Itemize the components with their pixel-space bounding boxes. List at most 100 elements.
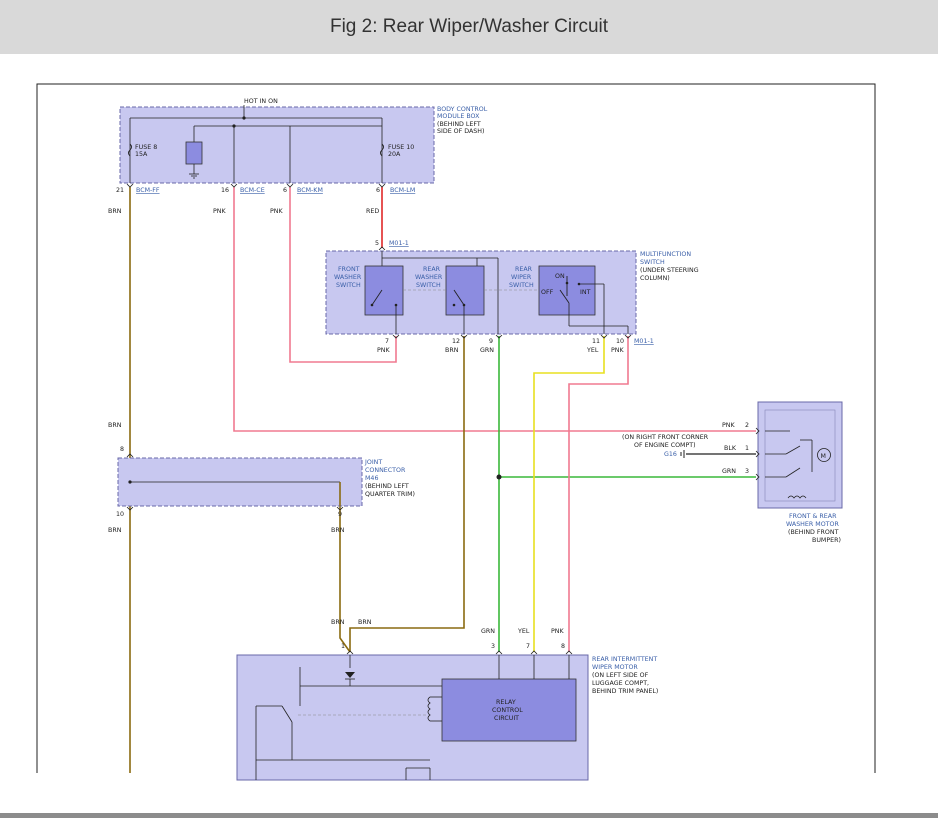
rear-pin-8: 8 xyxy=(561,643,565,650)
wire-pnk-mfs-10 xyxy=(568,336,629,652)
rear-motor-label-2: WIPER MOTOR xyxy=(592,664,638,671)
bcm-conn-ce: BCM-CE xyxy=(240,187,265,194)
bcm-wire-red: RED xyxy=(366,208,379,215)
fuse10-label: FUSE 10 xyxy=(388,144,414,151)
rear-motor-label-1: REAR INTERMITTENT xyxy=(592,656,657,663)
mfs-pin-9: 9 xyxy=(489,338,493,345)
fuse8-label: FUSE 8 xyxy=(135,144,157,151)
relay-control-circuit xyxy=(441,678,577,742)
bcm-conn-ff: BCM-FF xyxy=(136,187,160,194)
jc-pin-9: 9 xyxy=(338,511,342,518)
washer-coil-icon xyxy=(787,495,807,499)
mfs-conn-bottom: M01-1 xyxy=(634,338,654,345)
rear-wiper-label-3: SWITCH xyxy=(509,282,534,289)
bcm-power-label: HOT IN ON xyxy=(244,98,278,105)
washer-label-4: BUMPER) xyxy=(812,537,841,544)
wiper-pos-int: INT xyxy=(580,289,591,296)
bcm-pin-16: 16 xyxy=(221,187,229,194)
relay-label-2: CONTROL xyxy=(492,707,523,714)
multifunction-switch: 5 M01-1 FRONT WASHER SWITCH REAR WASHER … xyxy=(325,240,699,354)
jc-pin-10: 10 xyxy=(116,511,124,518)
front-washer-switch-icon xyxy=(364,265,404,316)
washer-corner-1: (ON RIGHT FRONT CORNER xyxy=(622,434,709,441)
washer-motor-symbol: M xyxy=(821,453,826,460)
rear-washer-label-1: REAR xyxy=(423,266,441,273)
ground-g16: G16 xyxy=(664,451,677,458)
rear-motor-label-3: (ON LEFT SIDE OF xyxy=(592,672,649,679)
mfs-wire-pnk-7: PNK xyxy=(377,347,391,354)
washer-pin-1: 1 xyxy=(745,445,749,452)
rear-motor-label-4: LUGGAGE COMPT, xyxy=(592,680,649,687)
bcm-wire-brn: BRN xyxy=(108,208,122,215)
jc-label-3: M46 xyxy=(365,475,378,482)
wire-brn-mfs-12 xyxy=(349,336,465,652)
washer-pin-3: 3 xyxy=(745,468,749,475)
washer-pin-2: 2 xyxy=(745,422,749,429)
wire-brn-jc-9 xyxy=(339,506,351,653)
jc-wire-out2: BRN xyxy=(331,527,345,534)
page-title: Fig 2: Rear Wiper/Washer Circuit xyxy=(329,16,609,37)
wire-pnk-bcm-km xyxy=(289,187,397,363)
jc-label-4: (BEHIND LEFT xyxy=(365,483,409,490)
bcm-box: HOT IN ON FUSE 8 15A FUSE 10 20A BODY CO… xyxy=(108,98,488,215)
rear-wiper-motor: BRN BRN GRN YEL PNK 1 3 7 8 RELAY CONTRO… xyxy=(236,619,658,781)
bcm-relay-icon xyxy=(185,141,203,165)
mfs-wire-pnk-10: PNK xyxy=(611,347,625,354)
rear-wiper-label-2: WIPER xyxy=(511,274,532,281)
joint-connector: BRN 8 JOINT CONNECTOR M46 (BEHIND LEFT Q… xyxy=(108,422,415,534)
wiper-pos-off: OFF xyxy=(541,289,554,296)
wire-pnk-bcm-ce xyxy=(233,187,756,432)
jc-label-5: QUARTER TRIM) xyxy=(365,491,415,498)
fuse8-icon xyxy=(128,143,132,157)
washer-wire-grn: GRN xyxy=(722,468,736,475)
rear-wire-grn: GRN xyxy=(481,628,495,635)
rear-wire-brn: BRN xyxy=(358,619,372,626)
rear-washer-label-3: SWITCH xyxy=(416,282,441,289)
bcm-pin-21: 21 xyxy=(116,187,124,194)
front-washer-label-3: SWITCH xyxy=(336,282,361,289)
rear-wiper-label-1: REAR xyxy=(515,266,533,273)
washer-motor: M PNK 2 BLK 1 GRN 3 G16 (ON RIGHT FRONT … xyxy=(622,401,843,544)
front-washer-label-1: FRONT xyxy=(338,266,360,273)
fuse10-icon xyxy=(380,143,384,157)
washer-wire-blk: BLK xyxy=(724,445,737,452)
fuse8-rating: 15A xyxy=(135,151,148,158)
rear-pin-7: 7 xyxy=(526,643,530,650)
rear-washer-label-2: WASHER xyxy=(415,274,443,281)
bcm-pin-6a: 6 xyxy=(283,187,287,194)
washer-label-3: (BEHIND FRONT xyxy=(788,529,839,536)
mfs-label-3: (UNDER STEERING xyxy=(640,267,699,274)
jc-wire-in: BRN xyxy=(108,422,122,429)
front-washer-label-2: WASHER xyxy=(334,274,362,281)
mfs-pin-5: 5 xyxy=(375,240,379,247)
mfs-wire-brn-12: BRN xyxy=(445,347,459,354)
bcm-conn-km: BCM-KM xyxy=(297,187,323,194)
mfs-wire-grn-9: GRN xyxy=(480,347,494,354)
bcm-label-4: SIDE OF DASH) xyxy=(437,128,485,135)
mfs-wire-yel-11: YEL xyxy=(586,347,599,354)
mfs-pin-10: 10 xyxy=(616,338,624,345)
mfs-pin-11: 11 xyxy=(592,338,600,345)
wiper-pos-on: ON xyxy=(555,273,565,280)
mfs-pin-7: 7 xyxy=(385,338,389,345)
jc-label-1: JOINT xyxy=(364,459,382,466)
diagram-frame xyxy=(36,83,876,773)
washer-corner-2: OF ENGINE COMPT) xyxy=(634,442,696,449)
mfs-conn-top: M01-1 xyxy=(389,240,409,247)
bcm-wire-pnk-2: PNK xyxy=(270,208,284,215)
washer-label-1: FRONT & REAR xyxy=(789,513,837,520)
title-bar: Fig 2: Rear Wiper/Washer Circuit xyxy=(0,0,938,54)
washer-motor-icon xyxy=(817,448,831,462)
relay-coil-icon xyxy=(427,696,431,722)
bcm-conn-lm: BCM-LM xyxy=(390,187,415,194)
bottom-divider xyxy=(0,813,938,818)
jc-label-2: CONNECTOR xyxy=(365,467,406,474)
mfs-label-1: MULTIFUNCTION xyxy=(640,251,691,258)
rear-pin-1: 1 xyxy=(341,643,345,650)
fuse10-rating: 20A xyxy=(388,151,401,158)
jc-pin-8: 8 xyxy=(120,446,124,453)
relay-label-1: RELAY xyxy=(496,699,516,706)
bcm-label-1: BODY CONTROL xyxy=(437,106,488,113)
connector-marks xyxy=(126,183,760,655)
